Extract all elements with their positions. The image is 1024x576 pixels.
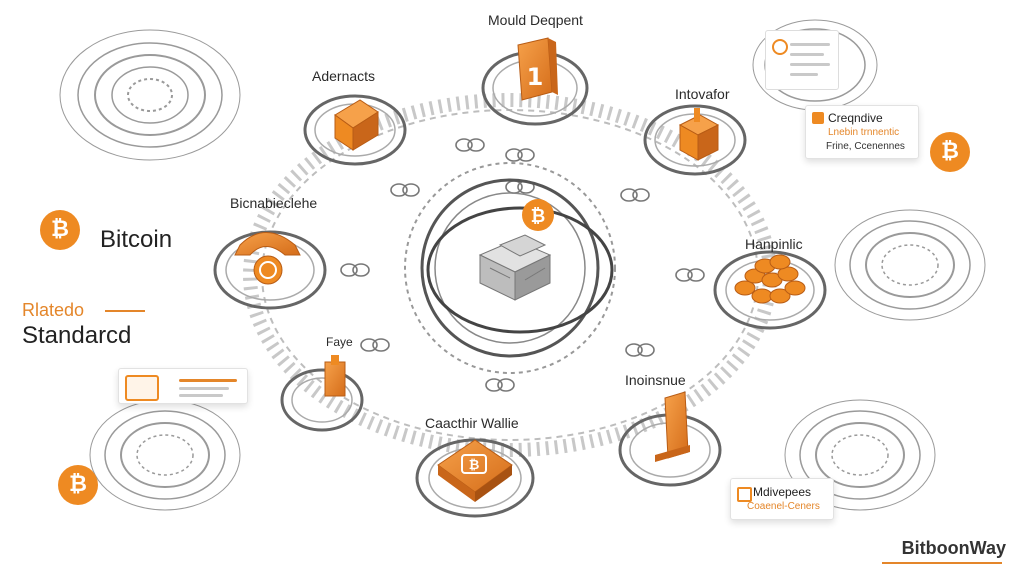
svg-text:₿: ₿ (531, 206, 546, 227)
hub-bitcoin-icon (522, 199, 554, 231)
card-subtitle: Coaenel-Ceners (747, 501, 820, 512)
node-top-left (303, 94, 407, 166)
bitcoin-icon: ₿ (40, 210, 80, 250)
node-right (713, 250, 827, 330)
coin-stack-icon (734, 254, 806, 304)
info-card-left (118, 368, 248, 404)
node-top-right-label: Intovafor (675, 86, 730, 102)
block-chain-icon (478, 234, 552, 301)
card-icon (812, 112, 824, 124)
node-bottom-right-label: Inoinsnue (625, 372, 686, 388)
standard-label: Standarcd (22, 322, 132, 349)
bitcoin-icon: ₿ (58, 465, 98, 505)
brand-underline (882, 562, 1002, 564)
brand-logo: BitboonWay (901, 538, 1006, 558)
info-card-bottom-right: Mdivepees Coaenel-Ceners (730, 478, 834, 520)
card-title: Mdivepees (753, 485, 812, 499)
svg-text:1: 1 (527, 63, 544, 91)
card-detail: Frine, Ccenennes (826, 141, 905, 152)
node-top: 1 (481, 37, 589, 126)
node-left-label: Bicnabieclehe (230, 195, 318, 211)
node-bottom-label: Caacthir Wallie (425, 415, 519, 431)
corner-ring-bottom-right (784, 399, 936, 511)
wallet-icon (125, 375, 159, 401)
corner-ring-bottom-left (89, 399, 241, 511)
corner-ring-top-left (59, 29, 241, 161)
info-card-top-right: Creqndive Lnebin trnnentic Frine, Ccenen… (805, 105, 919, 159)
node-top-label: Mould Deqpent (488, 12, 583, 28)
center-hub: ₿ (404, 162, 616, 374)
node-bottom: ₿ (415, 438, 535, 518)
corner-ring-right (834, 209, 986, 321)
mini-card-top-right (765, 30, 839, 90)
bitcoin-icon: ₿ (930, 132, 970, 172)
node-right-label: Hanpinlic (745, 236, 803, 252)
node-top-left-label: Adernacts (312, 68, 376, 84)
svg-text:₿: ₿ (469, 458, 480, 473)
related-label: Rlatedo (22, 300, 85, 320)
node-top-right (643, 104, 747, 176)
node-bottom-right (618, 391, 722, 487)
bitcoin-label: Bitcoin (100, 226, 173, 253)
wallet-icon: ₿ (461, 454, 487, 474)
node-bottom-left (280, 355, 364, 432)
node-left (213, 230, 327, 310)
card-title: Creqndive (828, 111, 883, 125)
card-subtitle: Lnebin trnnentic (828, 127, 900, 138)
node-bottom-left-label: Faye (326, 335, 353, 349)
